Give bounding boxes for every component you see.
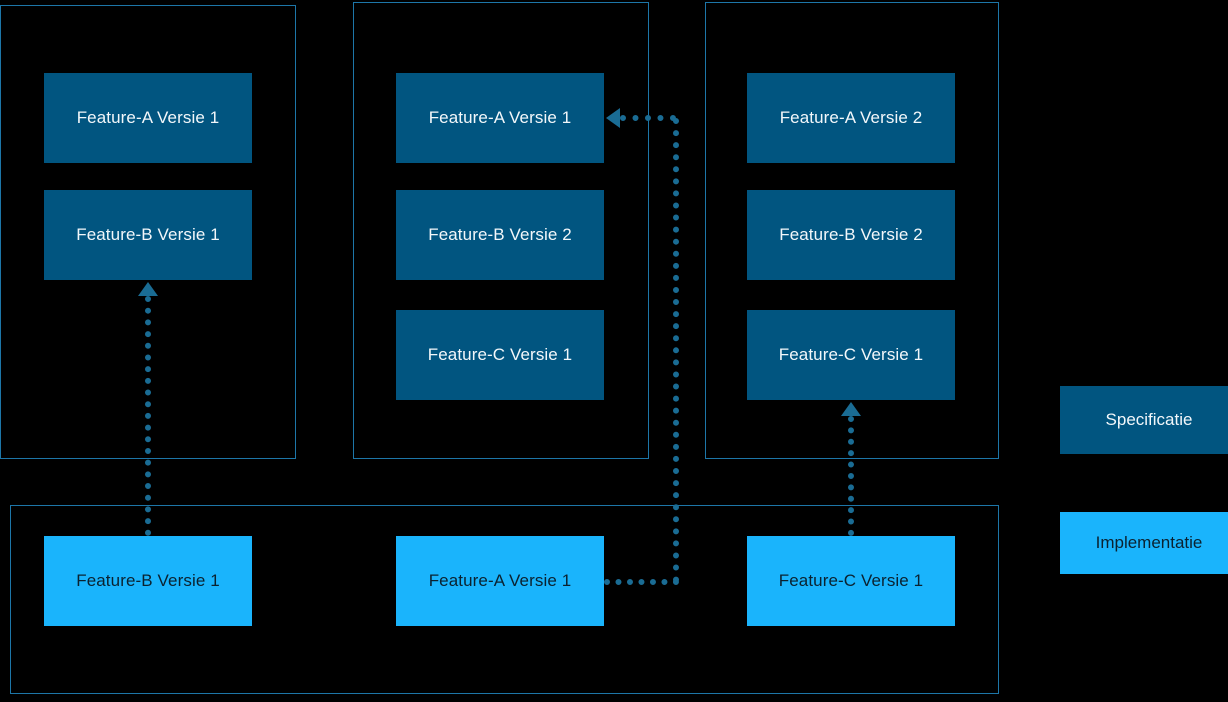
connector-2-vertical-segment [673,118,679,583]
node-impl-feature-b-v1[interactable]: Feature-B Versie 1 [44,536,252,626]
connector-3-vertical-segment [848,416,854,536]
node-spec-g1-feature-b-v1[interactable]: Feature-B Versie 1 [44,190,252,280]
node-spec-g3-feature-a-v2[interactable]: Feature-A Versie 2 [747,73,955,163]
connector-2-horizontal-segment [604,579,679,585]
connector-3-arrowhead-up-icon [841,402,861,416]
connector-2-arrowhead-left-icon [606,108,620,128]
node-spec-g1-feature-a-v1[interactable]: Feature-A Versie 1 [44,73,252,163]
node-spec-g3-feature-c-v1[interactable]: Feature-C Versie 1 [747,310,955,400]
node-spec-g2-feature-c-v1[interactable]: Feature-C Versie 1 [396,310,604,400]
node-spec-g3-feature-b-v2[interactable]: Feature-B Versie 2 [747,190,955,280]
specification-group-2-container [353,2,649,459]
node-impl-feature-c-v1[interactable]: Feature-C Versie 1 [747,536,955,626]
implementation-group-container [10,505,999,694]
legend-item-implementatie[interactable]: Implementatie [1060,512,1228,574]
node-impl-feature-a-v1[interactable]: Feature-A Versie 1 [396,536,604,626]
connector-2-horizontal-segment-top [620,115,676,121]
legend-item-specificatie[interactable]: Specificatie [1060,386,1228,454]
connector-1-arrowhead-up-icon [138,282,158,296]
node-spec-g2-feature-b-v2[interactable]: Feature-B Versie 2 [396,190,604,280]
connector-1-vertical-segment [145,296,151,536]
node-spec-g2-feature-a-v1[interactable]: Feature-A Versie 1 [396,73,604,163]
